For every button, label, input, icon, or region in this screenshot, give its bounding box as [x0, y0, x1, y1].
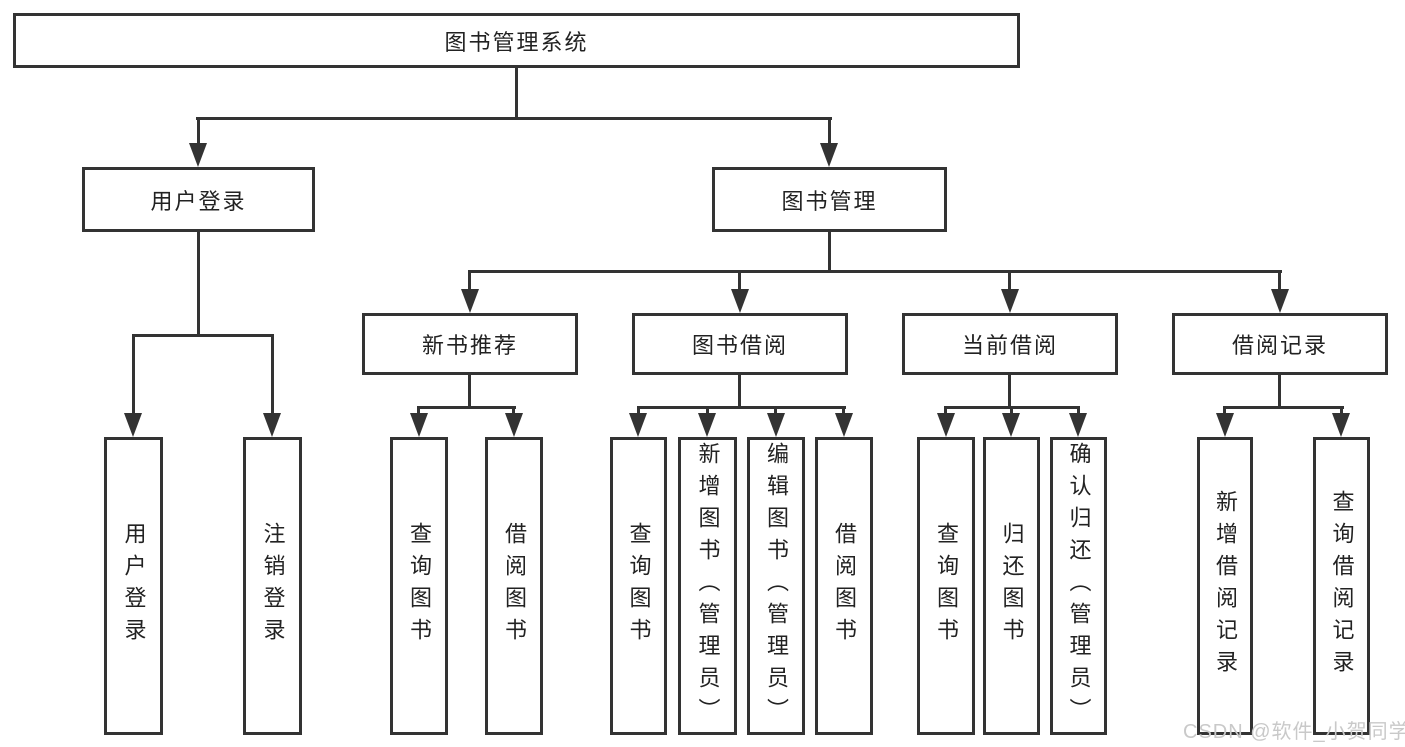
connector-borrow-records-stem	[1278, 375, 1281, 409]
node-book-borrow-label: 图书借阅	[691, 333, 788, 358]
leaf-logout-label: 注销登录	[260, 522, 286, 650]
leaf-add-borrow-record: 新增借阅记录	[1197, 437, 1253, 735]
leaf-return-book-label: 归还图书	[999, 522, 1025, 650]
connector-current-borrow-stem	[1008, 375, 1011, 409]
connector-recommend-leaf-bar	[417, 406, 516, 409]
node-user-login: 用户登录	[82, 167, 315, 232]
leaf-add-borrow-record-label: 新增借阅记录	[1213, 490, 1238, 682]
arrow-borrow-books-recommend	[505, 413, 523, 437]
arrow-current-borrow	[1001, 289, 1019, 313]
connector-drop-query-books-recommend	[417, 406, 420, 413]
connector-new-book-recommend-stem	[468, 375, 471, 409]
leaf-query-borrow-record: 查询借阅记录	[1313, 437, 1370, 735]
arrow-edit-book-admin	[767, 413, 785, 437]
arrow-new-book-recommend	[461, 289, 479, 313]
leaf-add-book-admin-label: 新增图书（管理员）	[695, 442, 721, 730]
connector-drop-add-book-admin	[706, 406, 709, 413]
connector-root-bar	[196, 117, 832, 120]
connector-user-login-stem	[197, 232, 200, 334]
connector-drop-new-book-recommend	[468, 270, 471, 289]
arrow-return-book	[1002, 413, 1020, 437]
arrow-book-management	[820, 143, 838, 167]
arrow-confirm-return-admin	[1069, 413, 1087, 437]
node-book-management: 图书管理	[712, 167, 947, 232]
leaf-return-book: 归还图书	[983, 437, 1040, 735]
node-new-book-recommend: 新书推荐	[362, 313, 578, 375]
node-book-management-label: 图书管理	[781, 188, 878, 214]
arrow-query-borrow-record	[1332, 413, 1350, 437]
connector-drop-add-borrow-record	[1223, 406, 1226, 413]
node-user-login-label: 用户登录	[150, 188, 247, 214]
arrow-query-books-current	[937, 413, 955, 437]
leaf-add-book-admin: 新增图书（管理员）	[678, 437, 737, 735]
connector-book-borrow-stem	[738, 375, 741, 409]
leaf-edit-book-admin: 编辑图书（管理员）	[747, 437, 805, 735]
arrow-leaf-user-login	[124, 413, 142, 437]
leaf-query-books-recommend: 查询图书	[390, 437, 448, 735]
leaf-edit-book-admin-label: 编辑图书（管理员）	[764, 442, 789, 730]
node-library-management-system-label: 图书管理系统	[444, 29, 589, 55]
node-borrow-records-label: 借阅记录	[1231, 333, 1328, 358]
leaf-confirm-return-admin: 确认归还（管理员）	[1050, 437, 1107, 735]
leaf-logout: 注销登录	[243, 437, 302, 735]
arrow-user-login	[189, 143, 207, 167]
node-new-book-recommend-label: 新书推荐	[421, 333, 518, 358]
node-current-borrow: 当前借阅	[902, 313, 1118, 375]
leaf-query-books-borrow-label: 查询图书	[626, 522, 652, 650]
connector-level3-bar	[468, 270, 1282, 273]
leaf-confirm-return-admin-label: 确认归还（管理员）	[1066, 442, 1092, 730]
connector-drop-borrow-books-recommend	[512, 406, 515, 413]
connector-drop-borrow-records	[1278, 270, 1281, 289]
leaf-query-books-borrow: 查询图书	[610, 437, 667, 735]
leaf-borrow-books-borrow: 借阅图书	[815, 437, 873, 735]
connector-drop-user-login	[197, 117, 200, 143]
connector-drop-book-borrow	[738, 270, 741, 289]
connector-drop-current-borrow	[1008, 270, 1011, 289]
arrow-leaf-logout	[263, 413, 281, 437]
arrow-query-books-borrow	[629, 413, 647, 437]
node-library-management-system: 图书管理系统	[13, 13, 1020, 68]
leaf-query-books-current-label: 查询图书	[934, 522, 959, 650]
arrow-add-book-admin	[698, 413, 716, 437]
connector-drop-edit-book-admin	[774, 406, 777, 413]
connector-drop-query-books-borrow	[637, 406, 640, 413]
connector-drop-book-management	[828, 117, 831, 143]
node-current-borrow-label: 当前借阅	[961, 333, 1058, 358]
arrow-book-borrow	[731, 289, 749, 313]
connector-borrow-leaf-bar	[637, 406, 846, 409]
leaf-query-books-current: 查询图书	[917, 437, 975, 735]
connector-root-stem	[515, 68, 518, 118]
leaf-query-borrow-record-label: 查询借阅记录	[1329, 490, 1355, 682]
leaf-borrow-books-recommend: 借阅图书	[485, 437, 543, 735]
connector-drop-query-books-current	[944, 406, 947, 413]
arrow-borrow-books-borrow	[835, 413, 853, 437]
connector-drop-query-borrow-record	[1340, 406, 1343, 413]
node-book-borrow: 图书借阅	[632, 313, 848, 375]
connector-drop-leaf-logout	[271, 334, 274, 413]
connector-records-leaf-bar	[1223, 406, 1344, 409]
leaf-user-login: 用户登录	[104, 437, 163, 735]
connector-book-management-stem	[828, 232, 831, 273]
arrow-add-borrow-record	[1216, 413, 1234, 437]
leaf-borrow-books-recommend-label: 借阅图书	[502, 522, 527, 650]
connector-drop-return-book	[1010, 406, 1013, 413]
arrow-borrow-records	[1271, 289, 1289, 313]
node-borrow-records: 借阅记录	[1172, 313, 1388, 375]
csdn-watermark: CSDN @软件_小贺同学	[1183, 721, 1405, 743]
connector-drop-borrow-books-borrow	[842, 406, 845, 413]
connector-user-login-bar	[132, 334, 274, 337]
connector-drop-leaf-user-login	[132, 334, 135, 413]
leaf-user-login-label: 用户登录	[121, 522, 147, 650]
connector-drop-confirm-return-admin	[1077, 406, 1080, 413]
arrow-query-books-recommend	[410, 413, 428, 437]
leaf-query-books-recommend-label: 查询图书	[407, 522, 432, 650]
leaf-borrow-books-borrow-label: 借阅图书	[832, 522, 857, 650]
